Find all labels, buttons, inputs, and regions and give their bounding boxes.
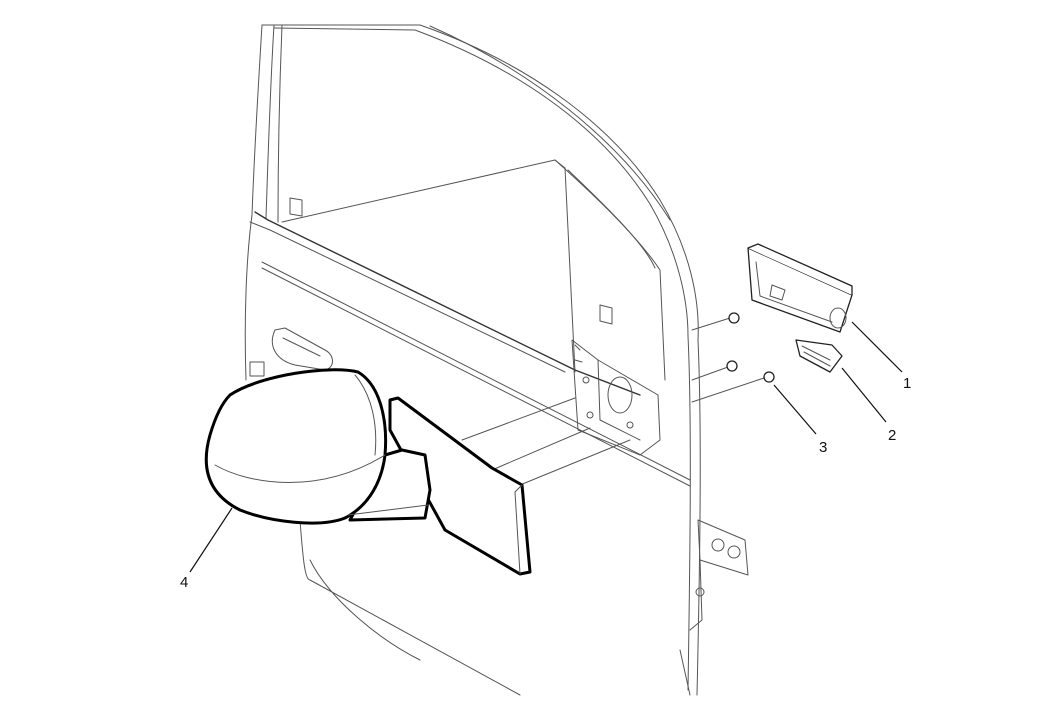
screws: [691, 312, 775, 403]
callout-3: 3: [773, 384, 827, 456]
callout-2: 2: [841, 367, 896, 444]
callout-label-2: 2: [888, 427, 896, 444]
callout-4: 4: [180, 507, 233, 591]
door-panel: [244, 24, 701, 696]
callout-label-1: 1: [903, 375, 911, 392]
door-hinge: [689, 519, 749, 631]
outside-mirror-part: [204, 368, 532, 576]
explode-lines: [461, 397, 631, 486]
screw-bottom: [691, 371, 775, 403]
mirror-mount-opening: [571, 339, 661, 456]
trim-cover-part: [747, 243, 853, 333]
screw-middle: [691, 360, 738, 381]
callout-1: 1: [851, 321, 911, 392]
trim-insert-part: [795, 339, 843, 373]
callout-label-3: 3: [819, 439, 827, 456]
callout-label-4: 4: [180, 574, 188, 591]
screw-top: [691, 312, 740, 331]
